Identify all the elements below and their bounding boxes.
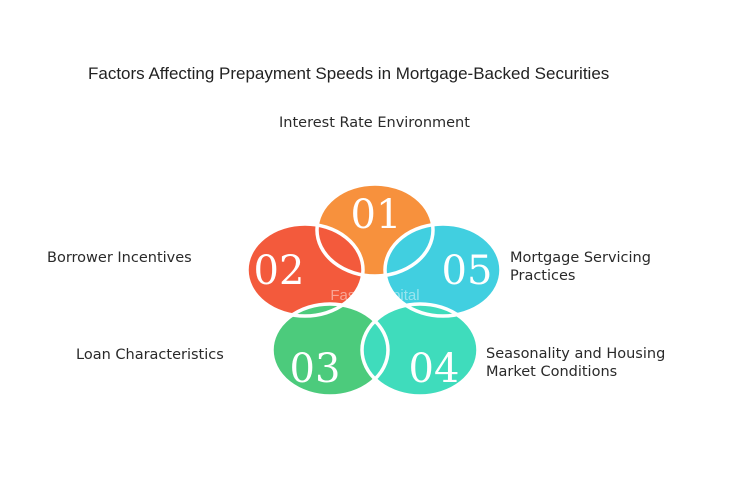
factor-label-interest-rate: Interest Rate Environment [279,114,470,132]
label-line: Seasonality and Housing [486,346,666,362]
watermark-logo: FasterCapital [330,287,419,304]
factor-label-seasonality: Seasonality and Housing Market Condition… [486,345,665,381]
petal-number-02: 02 [254,248,305,294]
label-line: Borrower Incentives [47,250,192,266]
label-line: Loan Characteristics [76,347,224,363]
label-line: Market Conditions [486,364,618,380]
factor-label-borrower-incentives: Borrower Incentives [47,249,192,267]
factor-label-servicing: Mortgage Servicing Practices [510,249,651,285]
label-line: Practices [510,268,576,284]
diagram-title: Factors Affecting Prepayment Speeds in M… [88,64,610,83]
label-line: Interest Rate Environment [279,115,470,131]
petal-02 [247,224,363,316]
petal-outlines [245,182,503,398]
petal-number-04: 04 [409,346,460,392]
petal-03 [272,304,388,396]
label-line: Mortgage Servicing [510,250,651,266]
factor-label-loan-characteristics: Loan Characteristics [76,346,224,364]
petal-number-01: 01 [351,192,402,238]
petal-04 [362,304,478,396]
petal-number-03: 03 [290,346,341,392]
petal-05 [385,224,501,316]
petal-number-05: 05 [442,248,493,294]
